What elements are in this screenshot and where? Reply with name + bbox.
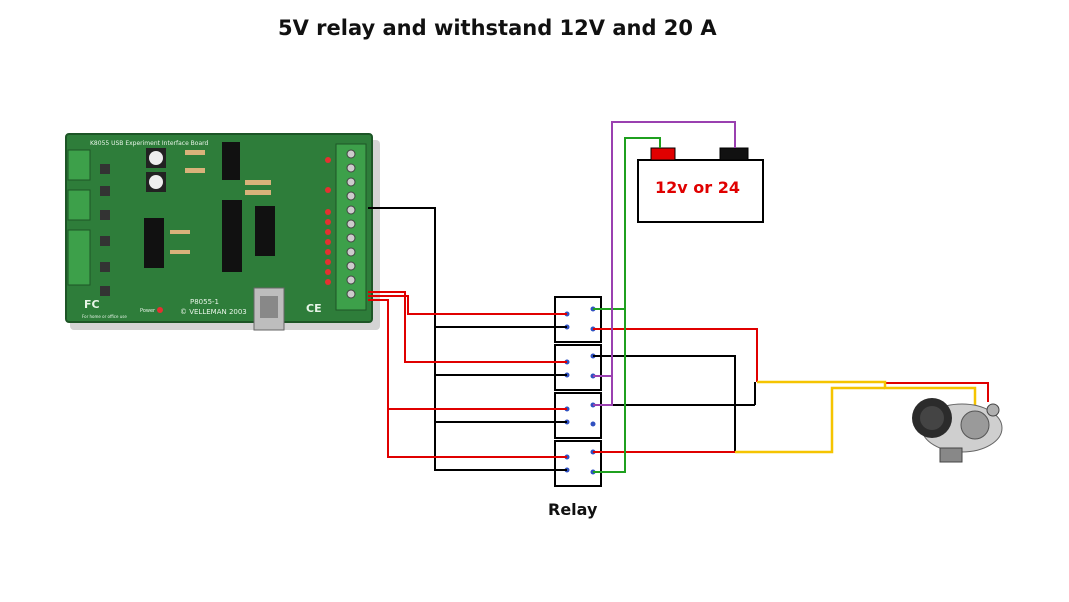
black-wires (368, 207, 756, 471)
battery-label: 12v or 24 (655, 178, 740, 197)
power-label: Power (140, 308, 156, 314)
relay-label: Relay (548, 500, 598, 519)
diagram-title: 5V relay and withstand 12V and 20 A (278, 16, 717, 40)
terminal-block (335, 143, 367, 311)
board-model: P8055-1 (190, 298, 219, 306)
battery-icon (637, 147, 764, 223)
k8055-board: K8055 USB Experiment Interface Board (65, 133, 380, 331)
usb-connector-icon (253, 287, 285, 331)
purple-wires (593, 121, 736, 406)
board-header-text: K8055 USB Experiment Interface Board (90, 140, 209, 147)
wiper-motor-icon (912, 398, 1003, 463)
fc-mark: FC (84, 298, 100, 311)
red-wires (368, 291, 989, 458)
yellow-wires (735, 380, 977, 454)
board-footer-note: For home or office use (82, 314, 127, 319)
relay-module (554, 296, 602, 487)
ce-mark: CE (306, 302, 322, 315)
board-maker: © VELLEMAN 2003 (180, 308, 247, 316)
green-wires (593, 137, 661, 473)
